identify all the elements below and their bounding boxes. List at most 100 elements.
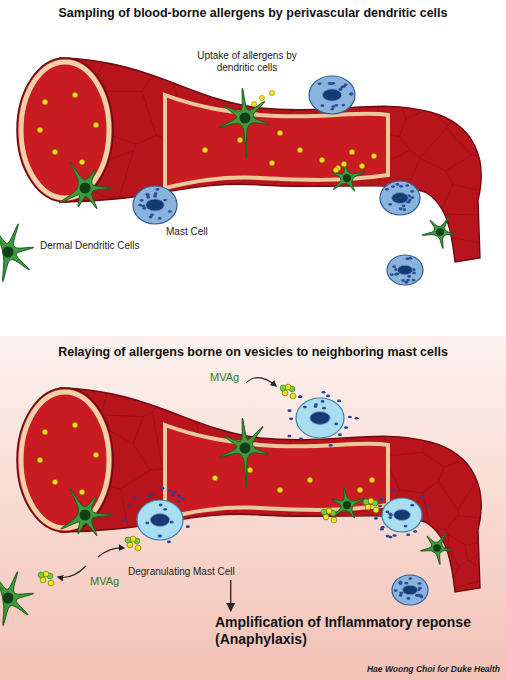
granule [405, 281, 409, 284]
vesicle-cluster [321, 508, 337, 523]
annotation: Uptake of allergens by dendritic cells [188, 50, 306, 74]
released-granule [186, 525, 190, 528]
released-granule [329, 444, 333, 447]
allergen-dot [202, 147, 207, 152]
cell-nucleus [146, 199, 164, 211]
released-granule [299, 395, 303, 398]
vessel-lining [21, 392, 109, 528]
released-granule [298, 396, 302, 399]
dendritic-cell [219, 88, 269, 158]
granule [350, 92, 354, 95]
granule [420, 596, 424, 599]
dendritic-cell [420, 532, 452, 564]
released-granule [406, 533, 410, 536]
cell-nucleus [80, 510, 91, 521]
allergen-dot [52, 479, 57, 484]
cell-body [219, 418, 269, 488]
granule [412, 279, 416, 282]
granule [416, 594, 420, 597]
granule [170, 521, 174, 524]
transfer-arrow [98, 548, 124, 557]
cell-body [0, 572, 34, 626]
credit: Hae Woong Choi for Duke Health [367, 664, 500, 674]
released-granule [413, 530, 417, 533]
panel-heading: Relaying of allergens borne on vesicles … [0, 345, 506, 359]
vesicle-label: MVAg [90, 575, 119, 587]
granule [389, 514, 393, 517]
granule [163, 508, 167, 511]
granule [163, 199, 167, 202]
granule [385, 188, 389, 191]
released-granule [299, 437, 303, 440]
allergen-dot [269, 90, 274, 95]
granule [407, 597, 411, 600]
cell-nucleus [436, 228, 444, 236]
cell-label: Degranulating Mast Cell [128, 566, 235, 577]
cell-body [331, 160, 365, 191]
granule [334, 423, 338, 426]
granule [330, 108, 334, 111]
cell-body [331, 487, 365, 518]
granule [399, 207, 403, 210]
granule [410, 504, 414, 507]
transfer-arrow [246, 378, 276, 386]
cell-nucleus [310, 412, 330, 425]
granule [138, 204, 142, 207]
granule [391, 185, 395, 188]
cell-nucleus [240, 443, 251, 454]
vesicle [373, 507, 379, 513]
granule [399, 581, 403, 584]
allergen-dot [52, 149, 57, 154]
granule [168, 210, 172, 213]
dendritic-cell [61, 489, 113, 536]
granule [341, 104, 345, 107]
granule [146, 194, 150, 197]
vesicle [290, 393, 296, 399]
granule [410, 196, 414, 199]
allergen-dot [357, 487, 362, 492]
released-granule [348, 416, 352, 419]
allergen-dot [349, 149, 354, 154]
granule [318, 82, 322, 85]
allergen-dot [359, 163, 364, 168]
cell-body [296, 398, 344, 438]
released-granule [393, 534, 397, 537]
released-granule [151, 494, 155, 497]
granule [158, 534, 162, 537]
cell-nucleus [3, 593, 14, 604]
cell-body [382, 498, 422, 532]
cell-body [420, 532, 452, 564]
released-granule [127, 505, 131, 508]
released-granule [171, 494, 175, 497]
cell-body [137, 500, 183, 540]
cell-body [387, 255, 423, 285]
granule [146, 196, 150, 199]
released-granule [379, 498, 383, 501]
mast-cell [387, 255, 423, 285]
granule [392, 265, 396, 268]
released-granule [322, 391, 326, 394]
mast-cell [392, 575, 428, 605]
released-granule [176, 500, 180, 503]
degranulating-mast-cell [123, 487, 190, 543]
node-text: Degranulating Mast Cell [128, 566, 235, 577]
allergen-dot [371, 153, 376, 158]
allergen-dot [319, 157, 324, 162]
dendritic-cell [331, 487, 365, 518]
vessel-lining [21, 62, 109, 198]
granule [156, 188, 160, 191]
granule [412, 272, 416, 275]
released-granule [289, 418, 293, 421]
granule [402, 208, 406, 211]
granule [394, 589, 398, 592]
granule [150, 214, 154, 217]
vesicle [125, 537, 131, 543]
mast-cell [380, 181, 420, 215]
vesicle-cluster [125, 536, 141, 551]
cell-nucleus [322, 89, 341, 101]
released-granule [338, 433, 342, 436]
vesicle [331, 517, 337, 523]
